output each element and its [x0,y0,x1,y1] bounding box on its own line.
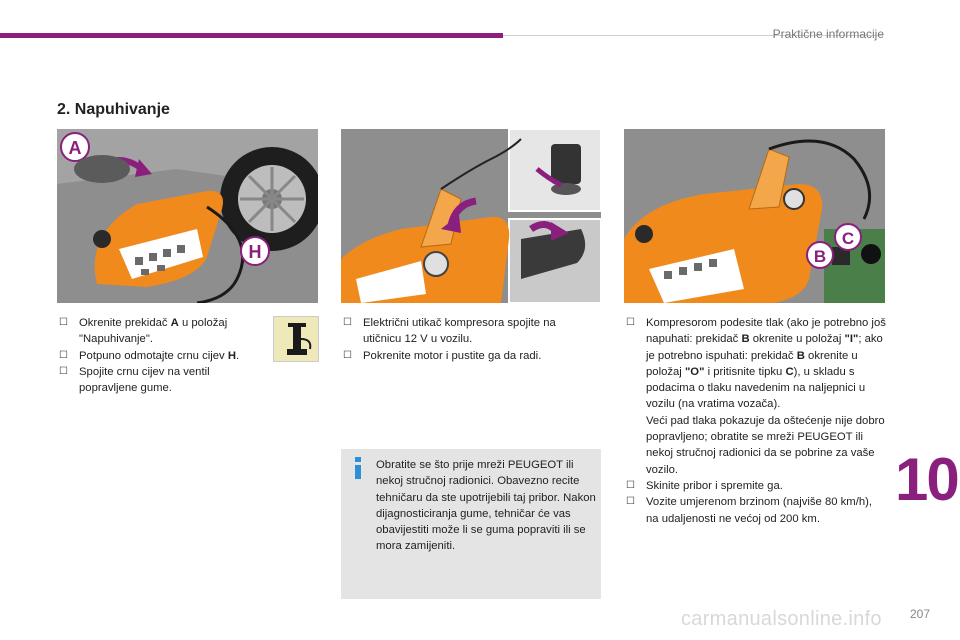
col2-instructions: ☐ Električni utikač kompresora spojite n… [341,315,591,364]
list-item: ☐ Pokrenite motor i pustite ga da radi. [341,348,591,364]
header-rule [503,35,883,36]
header-accent-bar [0,33,503,38]
info-text: Obratite se što prije mreži PEUGEOT ili … [376,459,596,553]
col3-instructions: ☐ Kompresorom podesite tlak (ako je potr… [624,315,886,527]
bullet-icon: ☐ [626,479,635,491]
callout-b: B [814,247,826,266]
tyre-inflator-icon [273,316,319,362]
list-item: ☐ Spojite crnu cijev na ventil popravlje… [59,365,210,395]
list-item: ☐ Skinite pribor i spremite ga. [624,478,886,494]
chapter-number: 10 [895,446,960,513]
col1-instructions: ☐ Okrenite prekidač A u položaj "Napuhiv… [57,315,262,396]
list-item: ☐ Kompresorom podesite tlak (ako je potr… [624,315,886,478]
callout-a: A [69,138,82,158]
bullet-icon: ☐ [626,496,635,508]
callout-c: C [842,229,854,248]
bullet-icon: ☐ [343,349,352,361]
illustration-compressor-pressure: B C [624,129,885,303]
bullet-icon: ☐ [59,349,68,361]
list-item: ☐ Okrenite prekidač A u položaj "Napuhiv… [59,317,228,346]
bullet-icon: ☐ [626,317,635,328]
illustration-compressor-switch-hose: A H [57,129,318,303]
list-item: ☐ Vozite umjerenom brzinom (najviše 80 k… [626,496,873,525]
bullet-icon: ☐ [59,365,68,377]
header-title: Praktične informacije [772,27,884,41]
callout-h: H [249,242,262,262]
section-title: 2. Napuhivanje [57,101,170,118]
illustration-compressor-plug [341,129,601,303]
bullet-icon: ☐ [343,317,352,328]
list-item: ☐ Potpuno odmotajte crnu cijev H. [57,348,262,364]
page-number: 207 [910,607,931,621]
info-icon [355,457,361,479]
info-box: Obratite se što prije mreži PEUGEOT ili … [341,449,601,599]
list-item: ☐ Električni utikač kompresora spojite n… [343,317,556,346]
pressure-note: Veći pad tlaka pokazuje da oštećenje nij… [646,414,885,476]
watermark: carmanualsonline.info [681,608,882,630]
bullet-icon: ☐ [59,317,68,328]
